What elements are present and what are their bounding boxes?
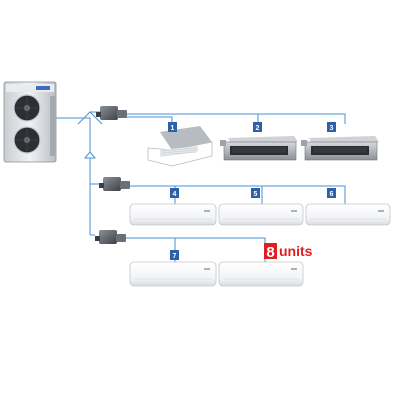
ducted-unit-icon — [301, 136, 379, 161]
unit-badge-7: 7 — [170, 250, 179, 260]
unit-badge-3: 3 — [327, 122, 336, 132]
svg-text:1: 1 — [171, 125, 175, 132]
pipe-row2 — [130, 185, 346, 204]
unit-badge-5: 5 — [251, 188, 260, 198]
svg-text:8: 8 — [266, 244, 274, 261]
pipe-row1 — [126, 113, 346, 124]
wall-mounted-unit-icon — [218, 261, 304, 287]
main-pipe-trunk — [70, 117, 91, 235]
wall-mounted-unit-icon — [305, 203, 391, 226]
pipe-row1b — [126, 116, 173, 126]
wall-mounted-unit-icon — [129, 261, 217, 287]
wall-mounted-unit-icon — [218, 203, 304, 226]
branch-box-3 — [95, 230, 126, 244]
units-count-callout: 8 units — [264, 243, 313, 261]
unit-badge-2: 2 — [253, 122, 262, 132]
ceiling-cassette-icon — [147, 126, 213, 167]
unit-badge-6: 6 — [327, 188, 336, 198]
svg-text:7: 7 — [173, 253, 177, 260]
wall-mounted-unit-icon — [129, 203, 217, 226]
ducted-unit-icon — [220, 136, 298, 161]
unit-badge-1: 1 — [168, 122, 177, 132]
branch-box-2 — [99, 177, 130, 191]
unit-badge-4: 4 — [170, 188, 179, 198]
branch-box-1 — [96, 106, 127, 120]
svg-text:2: 2 — [256, 125, 260, 132]
outdoor-condenser-icon — [3, 81, 57, 163]
branch-arrow-2 — [83, 151, 97, 159]
brand-logo — [36, 86, 50, 90]
svg-text:6: 6 — [330, 191, 334, 198]
svg-text:3: 3 — [330, 125, 334, 132]
svg-text:4: 4 — [173, 191, 177, 198]
svg-text:units: units — [279, 243, 313, 259]
svg-text:5: 5 — [254, 191, 258, 198]
pipe-row3 — [126, 237, 266, 262]
